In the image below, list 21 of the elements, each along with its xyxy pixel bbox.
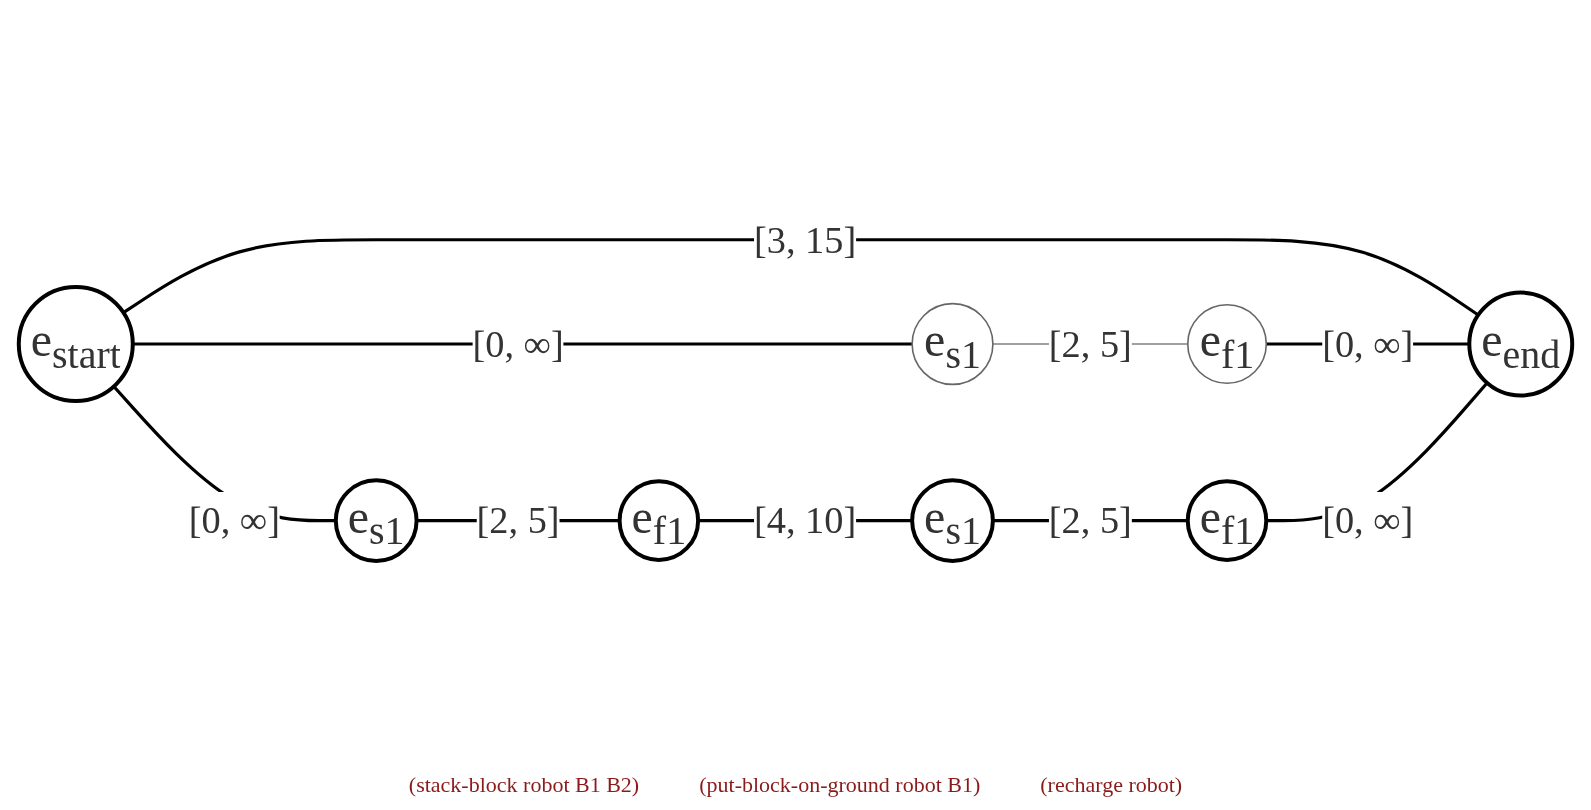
edge-label: [4, 10]: [754, 499, 857, 542]
edge-label: [2, 5]: [1048, 499, 1132, 542]
edge-label: [3, 15]: [754, 218, 857, 261]
node-circle: e$_{s1}$: [333, 478, 419, 563]
node-circle: e$_{s1}$: [910, 478, 995, 563]
node-circle: e$_{f1}$: [617, 479, 701, 562]
edge-label: [0, ∞]: [1322, 499, 1414, 542]
action-label: (recharge robot): [1040, 772, 1183, 798]
edge-label: [0, ∞]: [472, 323, 564, 365]
connector: [122, 238, 1480, 317]
node-circle: e$_{s1}$: [911, 302, 994, 386]
edge-label: [2, 5]: [476, 499, 560, 542]
node-circle: e$_{f1}$: [1185, 479, 1269, 562]
edge-label: [0, ∞]: [1322, 323, 1414, 365]
node-circle: e$_{f1}$: [1186, 303, 1268, 385]
edge-label: [2, 5]: [1048, 323, 1132, 365]
edge-label: [0, ∞]: [188, 499, 280, 542]
action-label: (put-block-on-ground robot B1): [699, 772, 981, 798]
action-label: (stack-block robot B1 B2): [408, 772, 640, 798]
node-circle: e$_{start}$: [16, 285, 135, 404]
node-circle: e$_{end}$: [1467, 290, 1575, 398]
